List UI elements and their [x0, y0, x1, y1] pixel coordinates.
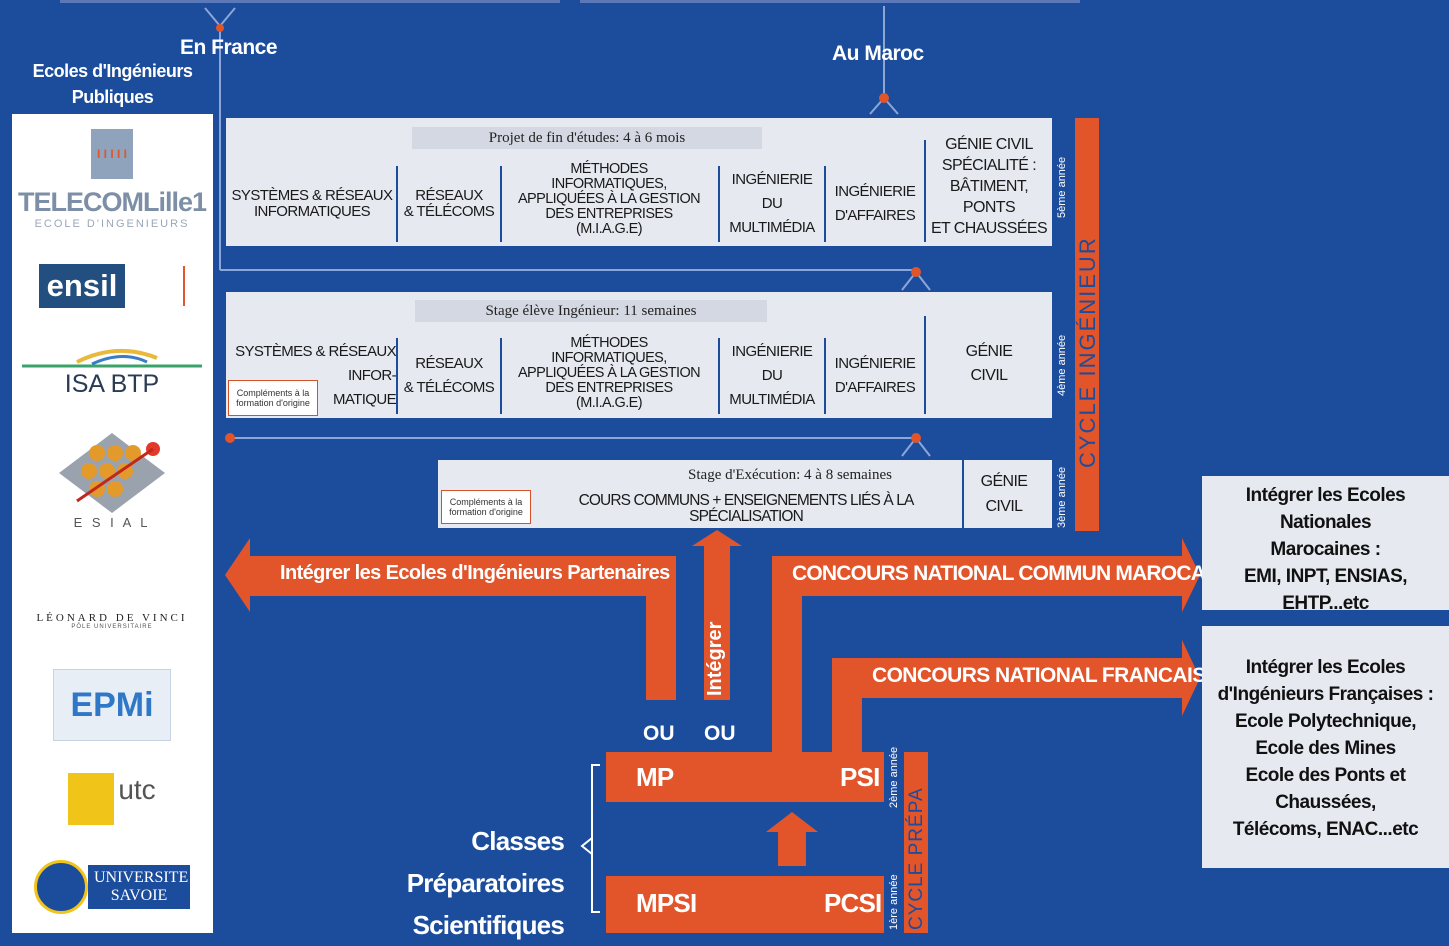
ensil-name: ensil: [38, 264, 126, 308]
logo-epmi: EPMi: [12, 668, 212, 742]
savoie-name: UNIVERSITE SAVOIE: [88, 865, 190, 909]
top-line-right: [580, 0, 1080, 3]
telecom-sub: ECOLE D'INGENIEURS: [34, 217, 190, 230]
prepa-psi: PSI: [840, 762, 880, 792]
leonard-name: LÉONARD DE VINCI: [36, 612, 188, 624]
year4-col-3: MÉTHODES INFORMATIQUES, APPLIQUÉES À LA …: [517, 334, 701, 411]
epmi-name: EPMi: [53, 669, 171, 741]
telecom-name: TELECOMLille1: [17, 186, 207, 217]
year5-col-3: MÉTHODES INFORMATIQUES, APPLIQUÉES À LA …: [517, 160, 701, 237]
cycle-ingenieur-bar: [1075, 118, 1099, 531]
telecom-emblem-icon: I I I I I: [91, 128, 133, 179]
year5-col-2: RÉSEAUX & TÉLÉCOMS: [403, 187, 495, 220]
year4-col-2: RÉSEAUX & TÉLÉCOMS: [403, 355, 495, 396]
logo-telecom-lille1: I I I I I TELECOMLille1 ECOLE D'INGENIEU…: [12, 124, 212, 234]
prepa-pcsi: PCSI: [824, 888, 882, 918]
year5-caption: Projet de fin d'études: 4 à 6 mois: [412, 127, 762, 149]
arrow-integrer-label: Intégrer: [704, 621, 726, 696]
year4-col-6: GÉNIE CIVIL: [965, 343, 1013, 384]
esial-name: E S I A L: [73, 514, 151, 530]
logo-esial: E S I A L: [12, 428, 212, 532]
year3-panel: [438, 460, 1052, 528]
arrow-partenaires-label: Intégrer les Ecoles d'Ingénieurs Partena…: [280, 562, 670, 584]
leonard-sub: PÔLE UNIVERSITAIRE: [71, 624, 153, 630]
year5-col-5: INGÉNIERIE D'AFFAIRES: [834, 183, 916, 224]
arrow-cnf-label: CONCOURS NATIONAL FRANCAIS: [872, 664, 1206, 687]
prepa-mp: MP: [636, 762, 674, 792]
utc-block-icon: [68, 773, 115, 825]
right-box-maroc: Intégrer les Ecoles Nationales Marocaine…: [1202, 476, 1449, 614]
prepa-year1-label: 1ère année: [888, 874, 900, 930]
ensil-tag-icon: [131, 266, 186, 306]
year3-civil: GÉNIE CIVIL: [980, 473, 1028, 515]
prepa-year2-label: 2ème année: [888, 746, 900, 808]
ou-label-2: OU: [704, 722, 736, 745]
year3-main: COURS COMMUNS + ENSEIGNEMENTS LIÉS À LA …: [578, 492, 915, 525]
savoie-seal-icon: [34, 860, 88, 914]
prepa-title: Classes Préparatoires Scientifiques: [406, 826, 565, 940]
ou-label-1: OU: [643, 722, 675, 745]
logo-leonard-de-vinci: LÉONARD DE VINCI PÔLE UNIVERSITAIRE: [12, 556, 212, 650]
prepa-mpsi: MPSI: [636, 888, 697, 918]
isa-wing-icon: [22, 348, 202, 367]
top-line-left: [60, 0, 560, 3]
logo-universite-savoie: UNIVERSITE SAVOIE: [12, 852, 212, 922]
year5-col-1: SYSTÈMES & RÉSEAUX INFORMATIQUES: [231, 187, 394, 220]
year5-col-4: INGÉNIERIE DU MULTIMÉDIA: [729, 171, 815, 236]
logo-utc: utc: [12, 766, 212, 832]
year4-caption: Stage élève Ingénieur: 11 semaines: [415, 300, 767, 322]
year5-col-6: GÉNIE CIVIL SPÉCIALITÉ : BÂTIMENT, PONTS…: [930, 135, 1048, 237]
year4-complement: Compléments à la formation d'origine: [228, 380, 318, 416]
logo-isa-btp: ISA BTP: [12, 336, 212, 402]
right-box-france: Intégrer les Ecoles d'Ingénieurs Françai…: [1202, 626, 1449, 868]
year4-col-5: INGÉNIERIE D'AFFAIRES: [834, 355, 916, 396]
utc-name: utc: [118, 774, 156, 805]
left-title: Ecoles d'Ingénieurs Publiques: [32, 61, 193, 107]
year3-caption: Stage d'Exécution: 4 à 8 semaines: [688, 467, 892, 483]
logo-ensil: ensil: [12, 258, 212, 314]
cycle-prepa-label: CYCLE PRÉPA: [906, 787, 927, 930]
maroc-label: Au Maroc: [832, 42, 924, 65]
france-label: En France: [180, 36, 278, 59]
esial-grid-icon: [59, 432, 165, 513]
year4-col-4: INGÉNIERIE DU MULTIMÉDIA: [729, 343, 815, 408]
year3-complement: Compléments à la formation d'origine: [441, 490, 531, 524]
isa-name: ISA BTP: [64, 369, 160, 398]
arrow-cnc-label: CONCOURS NATIONAL COMMUN MAROCAIN: [792, 562, 1225, 585]
year4-col-1: SYSTÈMES & RÉSEAUX INFOR- MATIQUE: [235, 343, 397, 408]
